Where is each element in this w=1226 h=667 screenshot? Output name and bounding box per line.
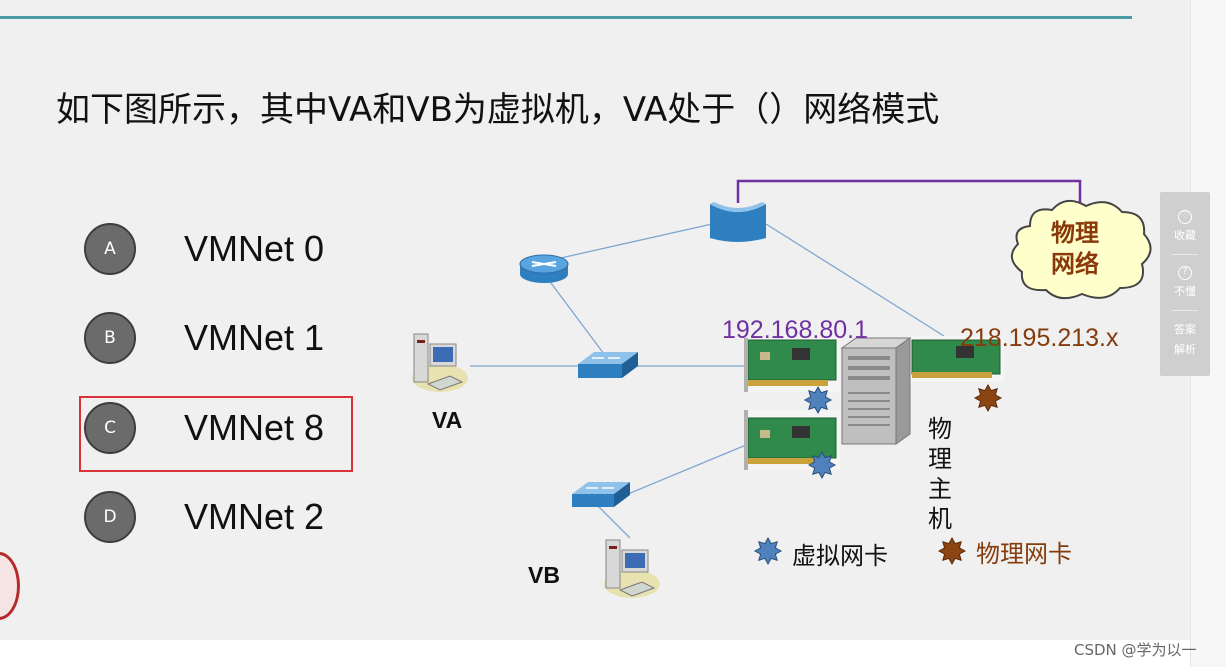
vb-label: VB (528, 562, 560, 588)
csdn-watermark: CSDN @学为以一 (1074, 641, 1197, 659)
dont-understand-label: 不懂 (1174, 285, 1196, 298)
slide: 如下图所示，其中VA和VB为虚拟机，VA处于（）网络模式 A VMNet 0 B… (0, 0, 1190, 640)
side-divider (1172, 254, 1198, 255)
option-c-label: VMNet 8 (184, 407, 325, 448)
va-computer-icon (412, 333, 468, 392)
link-router-switch1 (544, 274, 608, 359)
network-links (470, 223, 945, 539)
link-firewall-physical-nic (765, 223, 945, 337)
host-label: 物理主机 (928, 415, 952, 533)
option-b-label: VMNet 1 (184, 317, 325, 358)
legend-virtual-star-icon (753, 536, 783, 566)
legend-virtual-label: 虚拟网卡 (792, 542, 888, 570)
va-label: VA (432, 407, 463, 433)
cloud-label: 物理网络 (1051, 219, 1099, 278)
link-switch2-vb (597, 505, 631, 539)
physical-nic-star-icon (973, 383, 1003, 413)
selected-answer-highlight (79, 396, 353, 472)
router-icon (519, 254, 569, 283)
switch-icon-2 (572, 482, 630, 507)
firewall-icon (710, 202, 766, 242)
virtual-nic-star-icon-2 (807, 450, 837, 480)
option-d-badge: D (84, 491, 136, 543)
option-a[interactable]: A VMNet 0 (84, 222, 324, 276)
favorite-label: 收藏 (1174, 229, 1196, 242)
answer-explanation-button[interactable]: 答案解析 (1160, 320, 1210, 360)
option-a-label: VMNet 0 (184, 228, 325, 269)
virtual-nic-card-2 (744, 410, 840, 470)
option-c-badge: C (84, 402, 136, 454)
favorite-button[interactable]: ♡ 收藏 (1160, 210, 1210, 243)
physical-nic-ip: 218.195.213.x (960, 324, 1119, 352)
option-d-label: VMNet 2 (184, 496, 325, 537)
option-d[interactable]: D VMNet 2 (84, 490, 324, 544)
side-action-panel: ♡ 收藏 ? 不懂 答案解析 (1160, 192, 1210, 376)
question-icon: ? (1178, 266, 1192, 280)
side-divider (1172, 310, 1198, 311)
link-switch2-vnic2 (627, 444, 747, 495)
question-text: 如下图所示，其中VA和VB为虚拟机，VA处于（）网络模式 (56, 90, 940, 130)
virtual-nic-card-1 (744, 338, 840, 392)
wan-link (736, 179, 1082, 210)
physical-nic-card (908, 336, 1004, 382)
legend-physical-label: 物理网卡 (976, 540, 1072, 568)
option-b[interactable]: B VMNet 1 (84, 311, 324, 365)
virtual-nic-ip: 192.168.80.1 (722, 316, 868, 344)
host-tower-icon (840, 337, 912, 445)
answer-explanation-label: 答案解析 (1174, 323, 1196, 356)
physical-network-cloud-icon (1011, 199, 1152, 300)
option-b-badge: B (84, 312, 136, 364)
switch-icon-1 (578, 352, 638, 378)
link-router-firewall (542, 223, 713, 263)
legend-physical-star-icon (937, 536, 967, 566)
virtual-nic-star-icon-1 (803, 385, 833, 415)
heart-icon: ♡ (1178, 210, 1192, 224)
option-c[interactable]: C VMNet 8 (84, 401, 324, 455)
network-diagram (412, 179, 1152, 598)
dont-understand-button[interactable]: ? 不懂 (1160, 266, 1210, 299)
slide-accent-line (0, 16, 1132, 19)
option-a-badge: A (84, 223, 136, 275)
vb-computer-icon (604, 539, 660, 598)
